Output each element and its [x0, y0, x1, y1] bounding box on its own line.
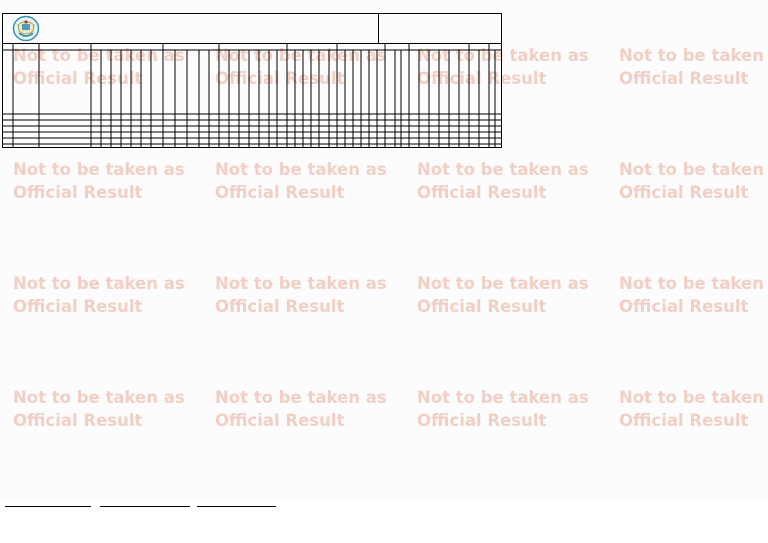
watermark-line-1: Not to be taken as: [619, 274, 768, 293]
watermark-line-1: Not to be taken as: [619, 160, 768, 179]
watermark-line-1: Not to be taken as: [215, 274, 387, 293]
watermark-text: Not to be taken as Official Result: [417, 272, 619, 318]
watermark-text: Not to be taken as Official Result: [13, 272, 215, 318]
signature-line-3: [197, 506, 276, 507]
watermark-line-2: Official Result: [417, 411, 547, 430]
signature-line-2: [100, 506, 190, 507]
watermark-line-1: Not to be taken as: [417, 274, 589, 293]
watermark-line-2: Official Result: [13, 297, 143, 316]
watermark-line-2: Official Result: [619, 69, 749, 88]
result-grid: [3, 43, 501, 147]
watermark-line-1: Not to be taken as: [417, 160, 589, 179]
watermark-line-1: Not to be taken as: [13, 388, 185, 407]
watermark-line-1: Not to be taken as: [417, 388, 589, 407]
watermark-line-2: Official Result: [417, 183, 547, 202]
watermark-line-2: Official Result: [619, 297, 749, 316]
signature-line-1: [5, 506, 91, 507]
watermark-text: Not to be taken as Official Result: [215, 386, 417, 432]
watermark-line-1: Not to be taken as: [13, 274, 185, 293]
watermark-line-1: Not to be taken as: [215, 388, 387, 407]
watermark-line-2: Official Result: [13, 411, 143, 430]
watermark-text: Not to be taken as Official Result: [215, 272, 417, 318]
watermark-line-2: Official Result: [417, 297, 547, 316]
watermark-line-2: Official Result: [619, 411, 749, 430]
result-sheet-table: [2, 13, 502, 148]
watermark-text: Not to be taken as Official Result: [13, 386, 215, 432]
watermark-text: Not to be taken as Official Result: [619, 272, 768, 318]
watermark-line-2: Official Result: [215, 411, 345, 430]
watermark-text: Not to be taken as Official Result: [619, 158, 768, 204]
watermark-text: Not to be taken as Official Result: [215, 158, 417, 204]
watermark-text: Not to be taken as Official Result: [619, 386, 768, 432]
watermark-line-1: Not to be taken as: [13, 160, 185, 179]
watermark-text: Not to be taken as Official Result: [13, 158, 215, 204]
watermark-line-2: Official Result: [215, 297, 345, 316]
watermark-line-1: Not to be taken as: [619, 46, 768, 65]
watermark-line-1: Not to be taken as: [619, 388, 768, 407]
watermark-line-1: Not to be taken as: [215, 160, 387, 179]
watermark-line-2: Official Result: [215, 183, 345, 202]
watermark-text: Not to be taken as Official Result: [417, 386, 619, 432]
watermark-line-2: Official Result: [619, 183, 749, 202]
watermark-text: Not to be taken as Official Result: [619, 44, 768, 90]
watermark-text: Not to be taken as Official Result: [417, 158, 619, 204]
watermark-line-2: Official Result: [13, 183, 143, 202]
